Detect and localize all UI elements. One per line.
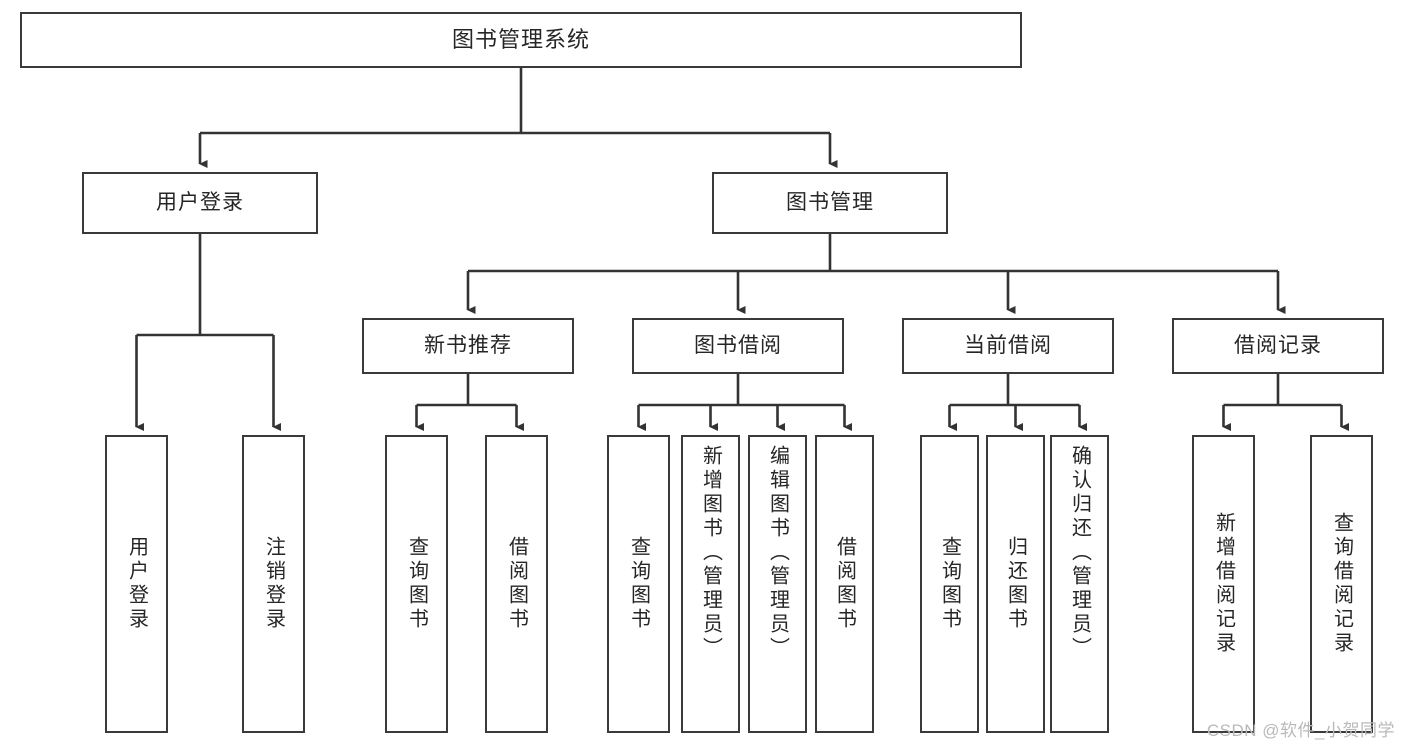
node-borrow-book-rec-label: 借阅图书 (505, 536, 528, 632)
node-add-record-label: 新增借阅记录 (1212, 512, 1235, 656)
node-borrow-book[interactable]: 借阅图书 (815, 435, 874, 733)
node-edit-book[interactable]: 编辑图书（管理员） (748, 435, 807, 733)
node-borrow-record[interactable]: 借阅记录 (1172, 318, 1384, 374)
node-confirm-return[interactable]: 确认归还（管理员） (1050, 435, 1109, 733)
node-borrow-book-rec[interactable]: 借阅图书 (485, 435, 548, 733)
watermark-text: CSDN @软件_小贺同学 (1206, 721, 1395, 740)
node-query-book-rec[interactable]: 查询图书 (385, 435, 448, 733)
node-edit-book-label: 编辑图书（管理员） (766, 445, 789, 661)
node-add-book-label: 新增图书（管理员） (699, 445, 722, 661)
node-query-book-borrow[interactable]: 查询图书 (607, 435, 670, 733)
node-book-borrow[interactable]: 图书借阅 (632, 318, 844, 374)
node-return-book[interactable]: 归还图书 (986, 435, 1045, 733)
node-root-label: 图书管理系统 (451, 27, 590, 53)
node-book-manage[interactable]: 图书管理 (712, 172, 948, 234)
node-logout[interactable]: 注销登录 (242, 435, 305, 733)
node-query-record-label: 查询借阅记录 (1330, 512, 1353, 656)
node-user-login-label: 用户登录 (156, 190, 244, 214)
node-user-login[interactable]: 用户登录 (82, 172, 318, 234)
node-query-book-rec-label: 查询图书 (405, 536, 428, 632)
node-return-book-label: 归还图书 (1004, 536, 1027, 632)
node-book-manage-label: 图书管理 (786, 190, 874, 214)
node-query-book-borrow-label: 查询图书 (627, 536, 650, 632)
node-current-borrow-label: 当前借阅 (964, 333, 1052, 357)
node-book-borrow-label: 图书借阅 (694, 333, 782, 357)
node-borrow-record-label: 借阅记录 (1234, 333, 1322, 357)
node-borrow-book-label: 借阅图书 (833, 536, 856, 632)
node-current-borrow[interactable]: 当前借阅 (902, 318, 1114, 374)
node-query-book-cur-label: 查询图书 (938, 536, 961, 632)
node-user-login[interactable]: 用户登录 (105, 435, 168, 733)
node-root[interactable]: 图书管理系统 (20, 12, 1022, 68)
node-query-record[interactable]: 查询借阅记录 (1310, 435, 1373, 733)
node-add-record[interactable]: 新增借阅记录 (1192, 435, 1255, 733)
node-confirm-return-label: 确认归还（管理员） (1068, 445, 1091, 661)
node-query-book-cur[interactable]: 查询图书 (920, 435, 979, 733)
node-user-login-label: 用户登录 (125, 536, 148, 632)
node-add-book[interactable]: 新增图书（管理员） (681, 435, 740, 733)
node-new-book-recommend[interactable]: 新书推荐 (362, 318, 574, 374)
node-logout-label: 注销登录 (262, 536, 285, 632)
node-new-book-recommend-label: 新书推荐 (424, 333, 512, 357)
